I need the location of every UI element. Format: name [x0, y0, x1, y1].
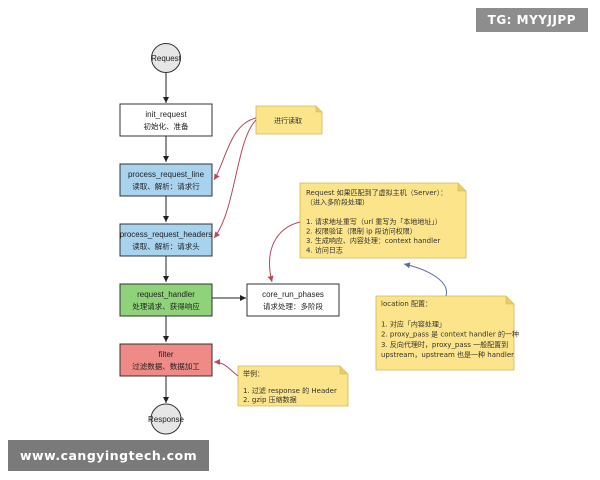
- init-request-subtitle: 初始化、准备: [144, 121, 189, 131]
- note-line: upstream，upstream 也是一种 handler: [381, 350, 514, 359]
- note-line: （进入多阶段处理）: [306, 198, 369, 207]
- location-note-lines: location 配置： 1. 对应「内容处理」 2. proxy_pass 是 c…: [381, 300, 519, 359]
- note-line: location 配置：: [381, 300, 432, 308]
- process-request-headers-node: process_request_headers 读取、解析：请求头: [119, 223, 213, 257]
- arrow-server-to-phases: [267, 221, 301, 283]
- server-note-lines: Request 如果匹配到了虚拟主机（Server）：（进入多阶段处理） 1. 请…: [306, 188, 447, 255]
- watermark-bottom: www.cangyingtech.com: [8, 440, 210, 471]
- response-node: Response: [148, 403, 185, 435]
- process-request-line-subtitle: 读取、解析：请求行: [132, 181, 200, 191]
- request-node: Request: [151, 43, 182, 73]
- server-note: Request 如果匹配到了虚拟主机（Server）：（进入多阶段处理） 1. 请…: [299, 182, 467, 259]
- flow-connectors: [163, 72, 246, 403]
- process-request-line-node: process_request_line 读取、解析：请求行: [119, 163, 213, 197]
- arrow-read-to-line: [213, 117, 257, 181]
- init-request-title: init_request: [145, 110, 187, 119]
- process-request-headers-title: process_request_headers: [120, 230, 213, 239]
- init-request-node: init_request 初始化、准备: [119, 103, 213, 137]
- note-line: 3. 生成响应、内容处理：context handler: [306, 236, 440, 245]
- filter-title: filter: [158, 350, 173, 359]
- process-request-line-title: process_request_line: [128, 170, 205, 179]
- request-handler-subtitle: 处理请求、获得响应: [132, 301, 200, 311]
- note-line: 2. 权限验证（限制 ip 段访问权限）: [306, 226, 417, 235]
- watermark-top: TG: MYYJJPP: [475, 8, 588, 32]
- note-line: 4. 访问日志: [306, 246, 343, 255]
- core-run-phases-node: core_run_phases 请求处理：多阶段: [246, 283, 340, 317]
- read-note: 进行读取: [255, 105, 323, 135]
- arrow-location-to-server: [403, 262, 447, 297]
- request-handler-node: request_handler 处理请求、获得响应: [119, 283, 213, 317]
- note-line: Request 如果匹配到了虚拟主机（Server）：: [306, 188, 447, 197]
- request-label: Request: [151, 54, 182, 63]
- location-note: location 配置： 1. 对应「内容处理」 2. proxy_pass 是 c…: [375, 295, 519, 371]
- response-label: Response: [148, 415, 185, 424]
- request-handler-title: request_handler: [137, 290, 195, 299]
- note-arrows: [213, 117, 447, 377]
- note-line: 举例：: [243, 369, 264, 378]
- arrow-read-to-headers: [213, 119, 257, 239]
- note-line: 1. 对应「内容处理」: [381, 319, 446, 328]
- read-note-text: 进行读取: [274, 116, 302, 125]
- arrow-filter-note-to-filter: [213, 359, 239, 377]
- filter-subtitle: 过滤数据、数据加工: [132, 361, 200, 371]
- note-line: 1. 过滤 response 的 Header: [243, 386, 337, 395]
- core-run-phases-subtitle: 请求处理：多阶段: [263, 301, 323, 311]
- note-line: 2. gzip 压缩数据: [243, 395, 297, 404]
- filter-node: filter 过滤数据、数据加工: [119, 343, 213, 377]
- process-request-headers-subtitle: 读取、解析：请求头: [132, 241, 200, 251]
- note-line: 3. 反向代理时，proxy_pass 一般配置到: [381, 340, 508, 349]
- note-line: 1. 请求地址重写（url 重写为「本地地址」）: [306, 217, 442, 226]
- note-line: 2. proxy_pass 是 context handler 的一种: [381, 330, 519, 339]
- core-run-phases-title: core_run_phases: [262, 290, 324, 299]
